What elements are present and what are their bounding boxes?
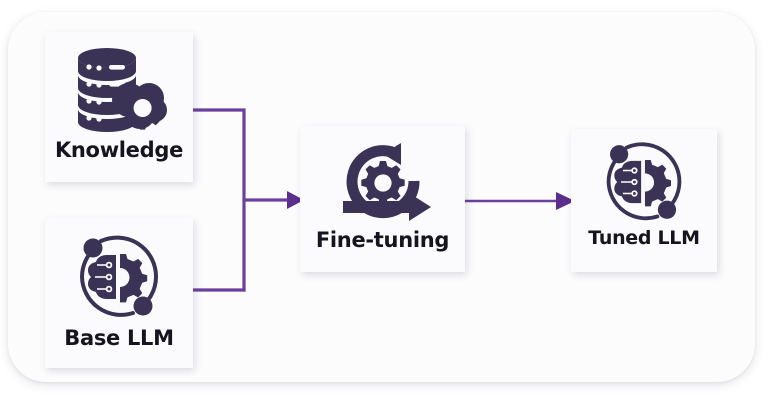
agile-loop-gear-icon	[342, 143, 431, 221]
node-base-llm[interactable]: Base LLM	[45, 218, 193, 368]
brain-gear-orbit-icon	[79, 235, 159, 317]
base-llm-icon-wrap	[45, 230, 193, 324]
node-tuned-llm[interactable]: Tuned LLM	[571, 129, 717, 272]
node-label-knowledge: Knowledge	[54, 138, 184, 162]
edge-inputs-to-fine-tuning	[186, 108, 304, 292]
edge-fine-tuning-to-tuned-llm	[460, 192, 575, 210]
node-label-base-llm: Base LLM	[64, 326, 174, 350]
node-fine-tuning[interactable]: Fine-tuning	[300, 126, 465, 272]
fine-tuning-icon-wrap	[300, 140, 465, 222]
knowledge-icon-wrap	[45, 44, 193, 136]
node-knowledge[interactable]: Knowledge	[45, 32, 193, 182]
node-label-tuned-llm: Tuned LLM	[588, 227, 700, 249]
node-label-fine-tuning: Fine-tuning	[315, 228, 450, 252]
database-gear-icon	[78, 48, 167, 132]
tuned-llm-icon-wrap	[571, 141, 717, 223]
brain-gear-orbit-icon	[606, 142, 682, 221]
